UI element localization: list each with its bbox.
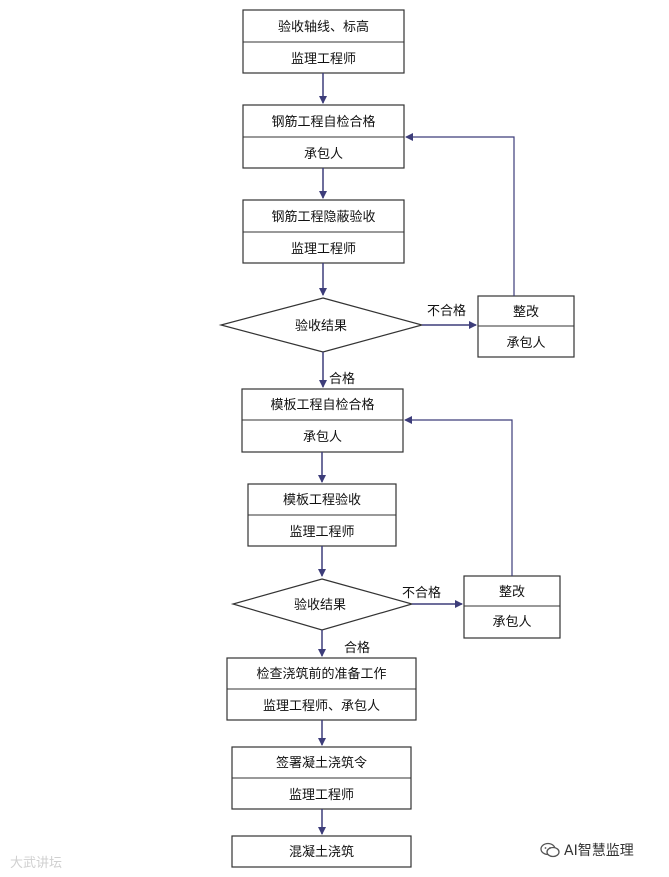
- box-sign-pour-order: 签署凝土浇筑令 监理工程师: [231, 746, 412, 810]
- decision-result-2-label: 验收结果: [294, 597, 346, 613]
- box-rework-2: 整改 承包人: [463, 575, 561, 639]
- wechat-icon: [540, 842, 560, 858]
- box-sign-pour-order-role: 监理工程师: [289, 788, 354, 803]
- watermark-right-text: AI智慧监理: [564, 843, 634, 859]
- box-rebar-selfcheck: 钢筋工程自检合格 承包人: [242, 104, 405, 169]
- box-formwork-selfcheck-role: 承包人: [303, 430, 342, 445]
- watermark-left-text: 大武讲坛: [10, 856, 63, 871]
- label-pass-1: 合格: [329, 371, 355, 387]
- watermark-left: 大武讲坛: [10, 852, 62, 871]
- arrow-rework-2-back: [404, 416, 513, 576]
- box-sign-pour-order-title: 签署凝土浇筑令: [276, 755, 367, 771]
- box-formwork-selfcheck: 模板工程自检合格 承包人: [241, 388, 404, 453]
- box-rework-2-title: 整改: [499, 585, 525, 600]
- box-rework-1-title: 整改: [513, 305, 539, 320]
- box-rework-1: 整改 承包人: [477, 295, 575, 358]
- box-rework-1-role: 承包人: [506, 336, 545, 351]
- box-formwork-acceptance-title: 模板工程验收: [283, 492, 361, 508]
- label-fail-1: 不合格: [427, 303, 466, 319]
- box-verify-axis-role: 监理工程师: [291, 52, 356, 67]
- label-pass-2: 合格: [344, 640, 370, 656]
- box-check-preparation-role: 监理工程师、承包人: [263, 699, 380, 714]
- box-rebar-selfcheck-role: 承包人: [304, 147, 343, 162]
- box-rebar-hidden-acceptance-role: 监理工程师: [291, 242, 356, 257]
- box-check-preparation-title: 检查浇筑前的准备工作: [256, 666, 386, 682]
- decision-result-1-label: 验收结果: [295, 318, 347, 334]
- box-verify-axis-title: 验收轴线、标高: [278, 19, 369, 35]
- box-concrete-pour: 混凝土浇筑: [231, 835, 412, 868]
- box-rebar-hidden-acceptance-title: 钢筋工程隐蔽验收: [271, 209, 375, 225]
- box-formwork-selfcheck-title: 模板工程自检合格: [270, 397, 374, 413]
- box-formwork-acceptance-role: 监理工程师: [289, 525, 354, 540]
- watermark-right: AI智慧监理: [540, 840, 634, 860]
- decision-result-2: 验收结果: [230, 578, 415, 631]
- box-formwork-acceptance: 模板工程验收 监理工程师: [247, 483, 397, 547]
- box-rework-2-role: 承包人: [492, 615, 531, 630]
- box-rebar-hidden-acceptance: 钢筋工程隐蔽验收 监理工程师: [242, 199, 405, 264]
- box-concrete-pour-title: 混凝土浇筑: [289, 844, 354, 860]
- label-fail-2: 不合格: [402, 585, 441, 601]
- arrow-rework-1-back: [405, 133, 515, 296]
- box-rebar-selfcheck-title: 钢筋工程自检合格: [271, 114, 375, 130]
- box-check-preparation: 检查浇筑前的准备工作 监理工程师、承包人: [226, 657, 417, 721]
- box-verify-axis: 验收轴线、标高 监理工程师: [242, 9, 405, 74]
- decision-result-1: 验收结果: [218, 297, 425, 353]
